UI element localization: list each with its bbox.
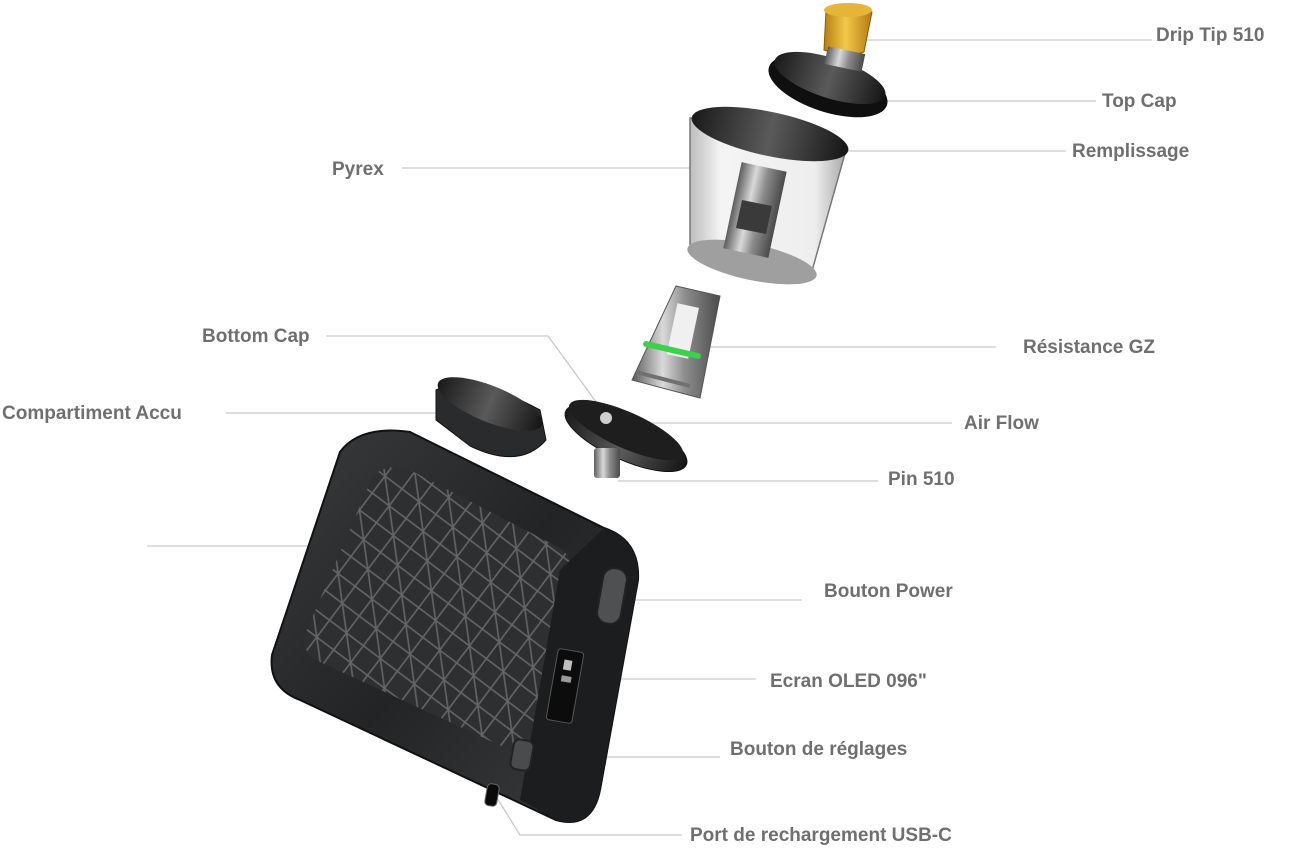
pin-510-part — [594, 448, 620, 478]
battery-compartment — [435, 377, 547, 458]
mod-body — [270, 377, 640, 823]
label-usb-port: Port de rechargement USB-C — [690, 825, 952, 846]
label-drip-tip: Drip Tip 510 — [1156, 25, 1265, 46]
coil-part — [631, 285, 721, 399]
drip-tip-part — [823, 3, 873, 72]
label-bottom-cap: Bottom Cap — [202, 326, 310, 347]
label-air-flow: Air Flow — [964, 413, 1039, 434]
label-adjust-button: Bouton de réglages — [730, 739, 908, 760]
label-power-button: Bouton Power — [824, 581, 953, 602]
leader-bottom-cap — [326, 335, 603, 411]
usb-c-port — [484, 783, 500, 807]
leader-usb — [493, 792, 682, 836]
label-compartiment: Compartiment Accu — [2, 403, 182, 424]
label-pyrex: Pyrex — [332, 159, 384, 180]
label-oled-screen: Ecran OLED 096" — [770, 671, 927, 692]
bottom-cap-part — [564, 399, 688, 478]
top-cap-part — [768, 51, 888, 118]
label-resistance: Résistance GZ — [1023, 337, 1155, 358]
label-pin-510: Pin 510 — [888, 469, 955, 490]
label-remplissage: Remplissage — [1072, 141, 1190, 162]
adjust-button — [509, 738, 535, 772]
tank-part — [687, 106, 849, 285]
power-button — [596, 567, 628, 625]
oled-screen — [545, 648, 585, 724]
label-top-cap: Top Cap — [1102, 91, 1177, 112]
